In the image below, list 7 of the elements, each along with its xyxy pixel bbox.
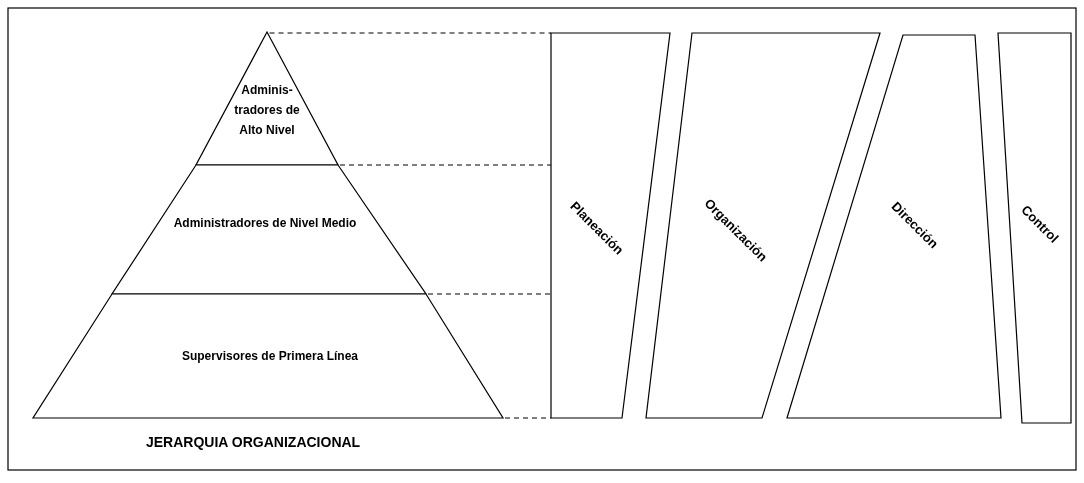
connector-line	[427, 293, 552, 295]
connector-line	[339, 164, 552, 166]
caption: JERARQUIA ORGANIZACIONAL	[146, 434, 361, 450]
level-label: Administradores de Nivel Medio	[172, 215, 358, 232]
level-label: Adminis- tradores de Alto Nivel	[233, 82, 301, 139]
connector-line	[269, 32, 552, 34]
level-label: Supervisores de Primera Línea	[180, 348, 360, 365]
